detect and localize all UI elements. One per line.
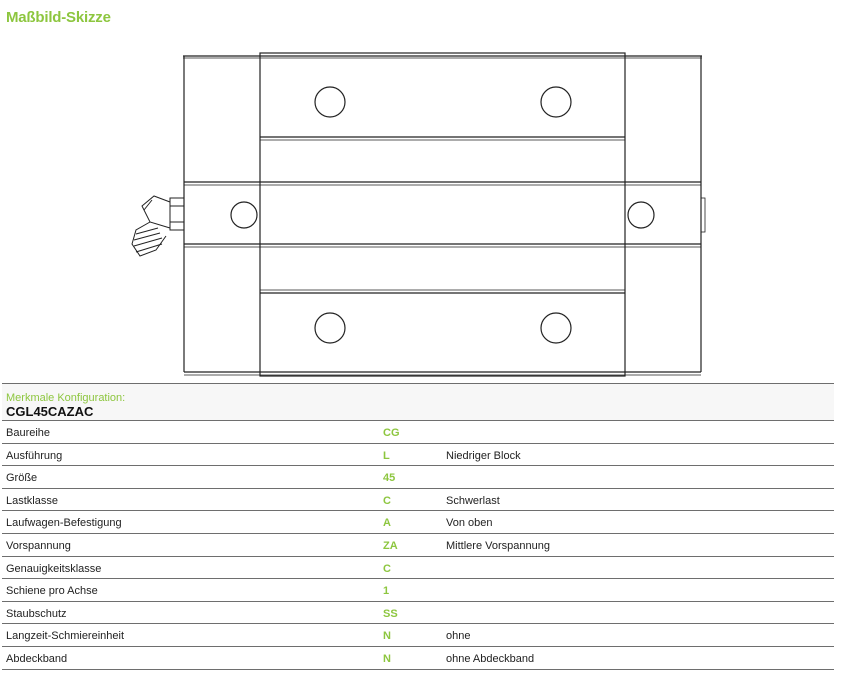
feature-code: 45 xyxy=(383,472,396,485)
feature-code: A xyxy=(383,517,391,530)
sketch-hole xyxy=(314,312,346,344)
feature-name: Baureihe xyxy=(6,427,51,439)
feature-name: Genauigkeitsklasse xyxy=(6,562,102,575)
feature-name: Laufwagen-Befestigung xyxy=(6,517,122,530)
table-row: Ausführung L Niedriger Block xyxy=(2,444,834,467)
sketch-rail-hole xyxy=(230,201,258,229)
feature-code: C xyxy=(383,562,391,575)
table-row: Laufwagen-Befestigung A Von oben xyxy=(2,511,834,534)
feature-name: Ausführung xyxy=(6,449,63,462)
configuration-label: Merkmale Konfiguration: xyxy=(6,392,126,404)
sketch-center-block xyxy=(259,52,626,377)
sketch-hole xyxy=(540,312,572,344)
feature-description: Niedriger Block xyxy=(446,449,521,462)
configuration-table: Merkmale Konfiguration: CGL45CAZAC Baure… xyxy=(2,383,834,670)
sketch-hole xyxy=(540,86,572,118)
feature-name: Lastklasse xyxy=(6,494,58,507)
feature-name: Schiene pro Achse xyxy=(6,585,98,598)
feature-description: ohne Abdeckband xyxy=(446,652,535,665)
feature-description: Schwerlast xyxy=(446,494,500,507)
section-title: Maßbild-Skizze xyxy=(6,9,111,26)
feature-code: SS xyxy=(383,607,398,620)
feature-code: 1 xyxy=(383,585,390,598)
grease-nipple-icon xyxy=(131,195,185,257)
table-row: Baureihe CG xyxy=(2,421,834,444)
table-row: Schiene pro Achse 1 xyxy=(2,579,834,602)
feature-description: ohne xyxy=(446,630,471,643)
feature-name: Vorspannung xyxy=(6,539,71,552)
table-row: Lastklasse C Schwerlast xyxy=(2,489,834,512)
feature-code: N xyxy=(383,652,391,665)
feature-name: Langzeit-Schmiereinheit xyxy=(6,630,125,643)
feature-description: Mittlere Vorspannung xyxy=(446,539,550,552)
feature-name: Staubschutz xyxy=(6,607,67,620)
sketch-hole xyxy=(314,86,346,118)
table-row: Vorspannung ZA Mittlere Vorspannung xyxy=(2,534,834,557)
table-row: Größe 45 xyxy=(2,466,834,489)
feature-code: L xyxy=(383,449,390,462)
configuration-header: Merkmale Konfiguration: CGL45CAZAC xyxy=(2,383,834,421)
feature-name: Größe xyxy=(6,472,38,485)
feature-name: Abdeckband xyxy=(6,652,68,665)
table-row: Genauigkeitsklasse C xyxy=(2,557,834,580)
dimension-sketch xyxy=(131,52,706,377)
feature-code: CG xyxy=(383,427,400,439)
configuration-code: CGL45CAZAC xyxy=(6,404,94,419)
table-row: Staubschutz SS xyxy=(2,602,834,625)
feature-description: Von oben xyxy=(446,517,493,530)
sketch-rail-hole xyxy=(627,201,655,229)
sketch-end-tab xyxy=(700,197,706,233)
feature-code: N xyxy=(383,630,391,643)
feature-code: C xyxy=(383,494,391,507)
feature-code: ZA xyxy=(383,539,398,552)
